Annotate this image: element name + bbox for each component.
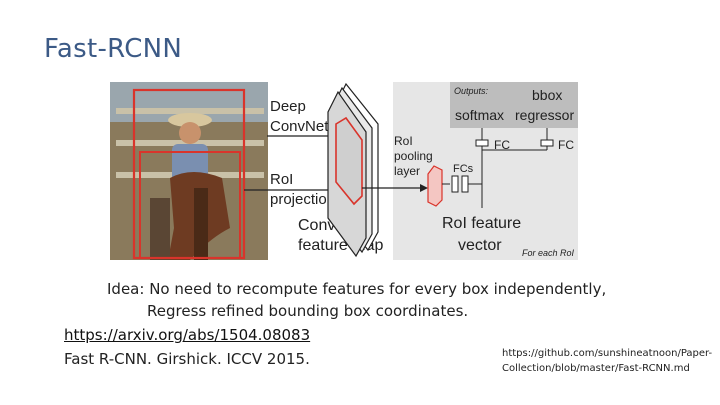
fc-right-box	[540, 139, 554, 147]
citation: Fast R-CNN. Girshick. ICCV 2015.	[64, 350, 310, 368]
fcs-label: FCs	[453, 163, 474, 175]
input-image	[110, 82, 268, 260]
deep-convnet-label: Deep	[270, 98, 306, 115]
fast-rcnn-architecture-diagram: Deep ConvNet RoI projection Conv feature…	[110, 82, 578, 260]
roi-pooling-label-2: pooling	[394, 149, 433, 163]
fc-right-label: FC	[558, 138, 574, 152]
roi-pooling-label-3: layer	[394, 164, 420, 178]
roi-feature-vector-label: RoI feature	[442, 215, 521, 232]
fc-layers	[451, 175, 469, 193]
roi-feature-vector-label-2: vector	[458, 237, 502, 254]
caption: Idea: No need to recompute features for …	[107, 278, 606, 322]
roi-projection-label: RoI	[270, 171, 293, 188]
roi-projection-label-2: projection	[270, 191, 335, 208]
fc-left-box	[475, 139, 489, 147]
reference-line-2: Collection/blob/master/Fast-RCNN.md	[502, 363, 690, 374]
pooled-feature-block	[427, 165, 443, 207]
outputs-label: Outputs:	[454, 86, 489, 96]
conv-feature-map-label: Conv	[298, 217, 335, 234]
caption-line-1: Idea: No need to recompute features for …	[107, 280, 607, 298]
softmax-label: softmax	[455, 107, 504, 123]
fc-left-label: FC	[494, 138, 510, 152]
caption-line-2: Regress refined bounding box coordinates…	[147, 302, 469, 320]
reference-url: https://github.com/sunshineatnoon/Paper-…	[502, 346, 712, 376]
regressor-label: regressor	[515, 107, 574, 123]
reference-line-1: https://github.com/sunshineatnoon/Paper-	[502, 348, 713, 359]
deep-convnet-label-2: ConvNet	[270, 118, 329, 135]
roi-pooling-label: RoI	[394, 134, 413, 148]
conv-feature-map	[327, 82, 379, 258]
for-each-roi-label: For each RoI	[522, 248, 575, 258]
outputs-header-panel	[450, 82, 578, 128]
roi-box-inner	[139, 151, 241, 259]
paper-link[interactable]: https://arxiv.org/abs/1504.08083	[64, 326, 311, 344]
slide-title: Fast-RCNN	[44, 34, 183, 64]
bbox-label: bbox	[532, 87, 562, 103]
